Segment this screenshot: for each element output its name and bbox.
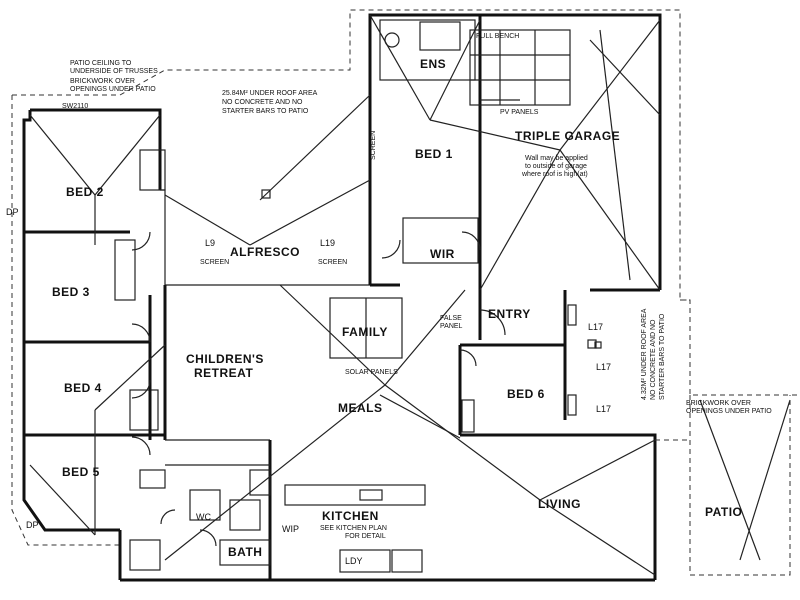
kitchen-note-2: FOR DETAIL bbox=[345, 533, 386, 540]
room-label-wir: WIR bbox=[430, 247, 455, 261]
patio-outline bbox=[655, 395, 791, 576]
note-alfresco-area-1: 25.84M² UNDER ROOF AREA bbox=[222, 90, 318, 97]
note-fullbench: FULL BENCH bbox=[476, 33, 519, 40]
lintel-l19: L19 bbox=[320, 238, 335, 248]
lintel-l17b: L17 bbox=[596, 362, 611, 372]
note-screen-3: SCREEN bbox=[370, 131, 377, 160]
note-entry-roof-1: 4.32M² UNDER ROOF AREA bbox=[641, 308, 648, 400]
room-label-kitchen: KITCHEN bbox=[322, 509, 379, 523]
room-label-bed6: BED 6 bbox=[507, 387, 545, 401]
downpipe-bottom: DP bbox=[26, 520, 39, 530]
room-label-bed5: BED 5 bbox=[62, 465, 100, 479]
room-labels: BED 2 BED 3 BED 4 BED 5 BED 1 ENS WIR TR… bbox=[52, 57, 742, 566]
note-alfresco-area-3: STARTER BARS TO PATIO bbox=[222, 108, 309, 115]
room-label-wc: WC bbox=[196, 512, 211, 522]
note-pv-panels: PV PANELS bbox=[500, 109, 539, 116]
fixture-markers bbox=[261, 189, 602, 349]
room-label-wip: WIP bbox=[282, 524, 299, 534]
room-label-bed1: BED 1 bbox=[415, 147, 453, 161]
note-brickwork-1: BRICKWORK OVER bbox=[70, 78, 135, 85]
roof-hip-lines bbox=[29, 14, 791, 576]
room-label-garage: TRIPLE GARAGE bbox=[515, 129, 620, 143]
room-label-retreat: RETREAT bbox=[194, 366, 253, 380]
room-label-entry: ENTRY bbox=[488, 307, 531, 321]
room-label-patio: PATIO bbox=[705, 505, 742, 519]
room-label-bed4: BED 4 bbox=[64, 381, 102, 395]
pv-panel-array bbox=[469, 29, 571, 106]
vertical-annotations: 4.32M² UNDER ROOF AREA NO CONCRETE AND N… bbox=[370, 131, 666, 400]
note-garage-2: to outside of garage bbox=[525, 163, 587, 170]
room-label-alfresco: ALFRESCO bbox=[230, 245, 300, 259]
room-label-bed2: BED 2 bbox=[66, 185, 104, 199]
note-garage-3: where roof is high(at) bbox=[521, 171, 588, 178]
room-label-living: LIVING bbox=[538, 497, 581, 511]
lintel-l17a: L17 bbox=[588, 322, 603, 332]
plan-annotations: FULL BENCH PV PANELS Wall may be applied… bbox=[6, 33, 772, 530]
lintel-l17c: L17 bbox=[596, 404, 611, 414]
roof-outline bbox=[11, 9, 800, 546]
room-label-ens: ENS bbox=[420, 57, 446, 71]
downpipe-left: DP bbox=[6, 207, 19, 217]
room-label-meals: MEALS bbox=[338, 401, 383, 415]
note-brickwork-right-1: BRICKWORK OVER bbox=[686, 400, 751, 407]
note-sw2110: SW2110 bbox=[62, 103, 88, 110]
note-brickwork-right-2: OPENINGS UNDER PATIO bbox=[686, 408, 772, 415]
room-label-family: FAMILY bbox=[342, 325, 388, 339]
note-screen-2: SCREEN bbox=[318, 259, 347, 266]
note-patio-ceiling-1: PATIO CEILING TO bbox=[70, 60, 132, 67]
note-false-panel-1: FALSE bbox=[440, 315, 462, 322]
room-label-childrens: CHILDREN'S bbox=[186, 352, 264, 366]
note-brickwork-2: OPENINGS UNDER PATIO bbox=[70, 86, 156, 93]
internal-walls bbox=[24, 19, 597, 580]
note-solar-panels: SOLAR PANELS bbox=[345, 369, 398, 376]
kitchen-note-1: SEE KITCHEN PLAN bbox=[320, 525, 387, 532]
note-patio-ceiling-2: UNDERSIDE OF TRUSSES bbox=[70, 68, 158, 75]
note-false-panel-2: PANEL bbox=[440, 323, 463, 330]
note-alfresco-area-2: NO CONCRETE AND NO bbox=[222, 99, 303, 106]
note-entry-roof-2: NO CONCRETE AND NO bbox=[650, 319, 657, 400]
note-garage-1: Wall may be applied bbox=[525, 155, 588, 162]
note-screen-1: SCREEN bbox=[200, 259, 229, 266]
lintel-l9: L9 bbox=[205, 238, 215, 248]
room-label-bath: BATH bbox=[228, 545, 262, 559]
room-label-ldy: LDY bbox=[345, 556, 363, 566]
room-label-bed3: BED 3 bbox=[52, 285, 90, 299]
door-swings bbox=[131, 231, 506, 547]
note-entry-roof-3: STARTER BARS TO PATIO bbox=[659, 313, 666, 400]
